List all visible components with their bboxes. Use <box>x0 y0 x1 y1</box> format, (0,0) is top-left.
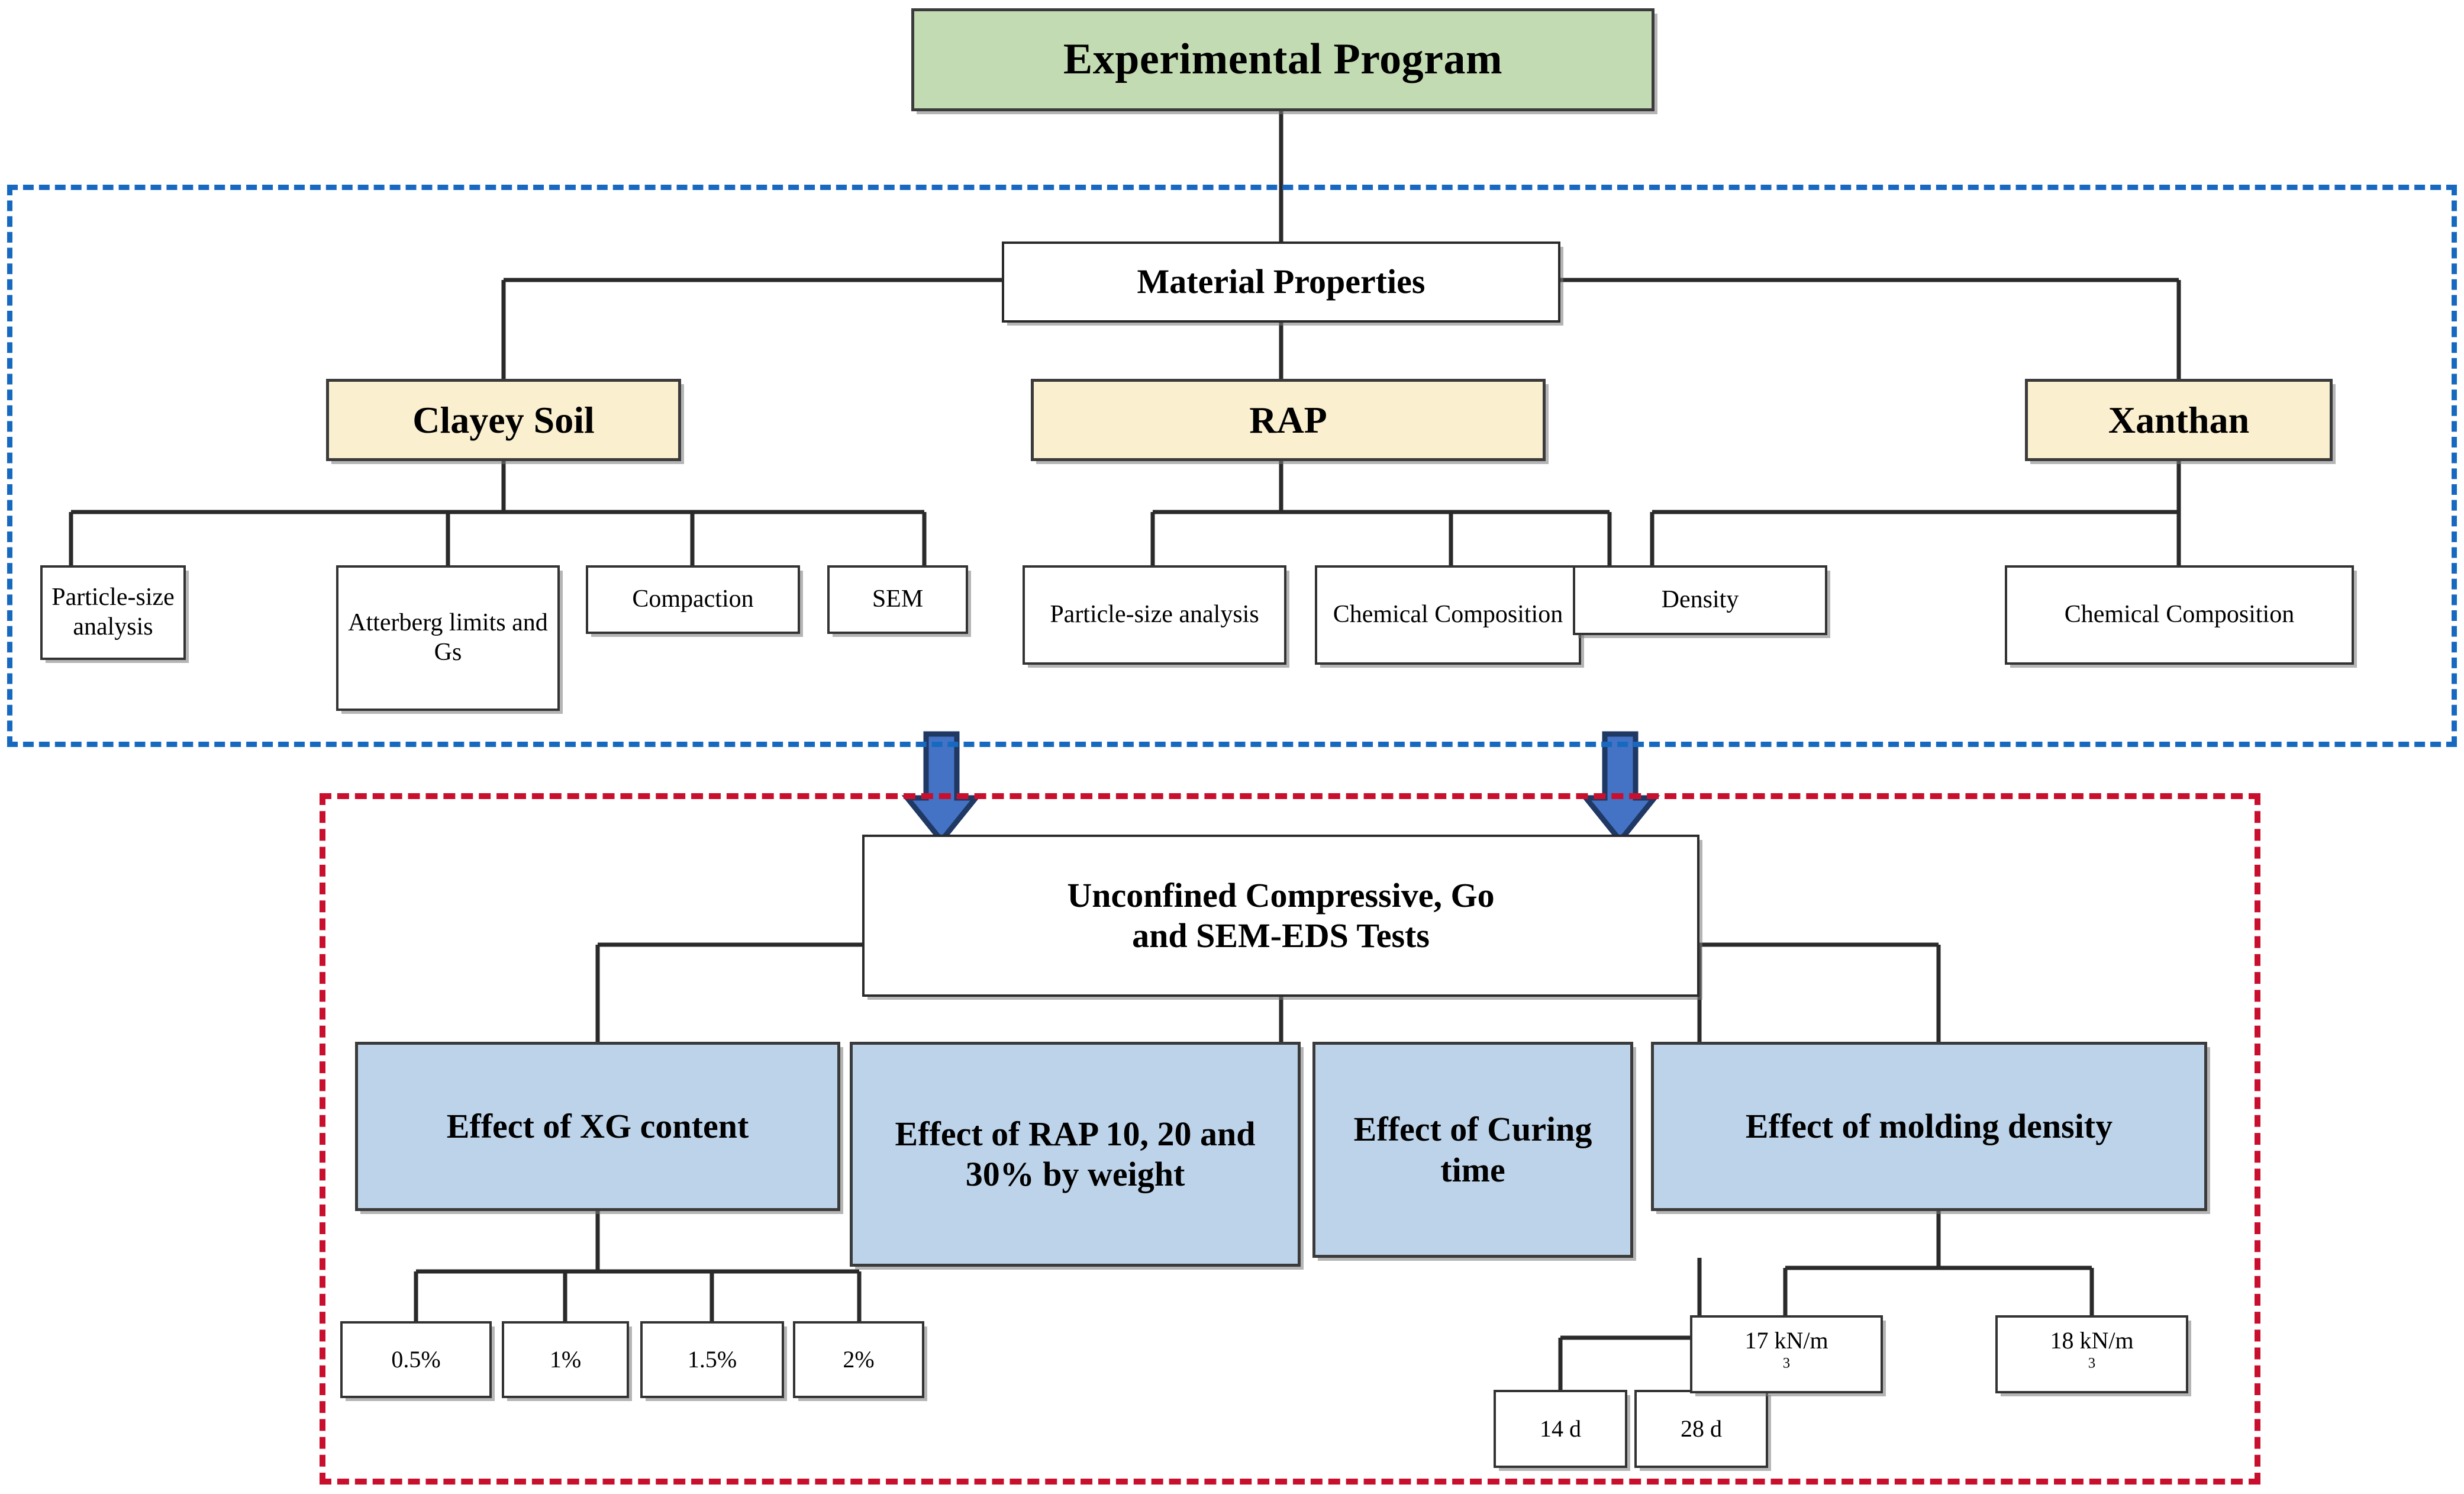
node-label-clayey-compaction: Compaction <box>632 585 754 613</box>
node-rap-particle-size[interactable]: Particle-size analysis <box>1023 565 1286 665</box>
node-xg-value-2[interactable]: 1.5% <box>640 1321 784 1398</box>
node-label-rap-density: Density <box>1661 586 1739 614</box>
node-label-effect-molding-density: Effect of molding density <box>1745 1106 2113 1145</box>
node-experimental-program[interactable]: Experimental Program <box>911 8 1655 111</box>
node-clayey-particle-size[interactable]: Particle-size analysis <box>40 565 186 660</box>
node-label-xg-value-2: 1.5% <box>687 1346 737 1373</box>
node-label-rap-particle-size: Particle-size analysis <box>1050 601 1259 629</box>
superscript-3-right: 3 <box>2088 1355 2096 1371</box>
node-curing-value-1[interactable]: 28 d <box>1634 1390 1768 1468</box>
node-label-xg-value-1: 1% <box>549 1346 582 1373</box>
node-label-material-properties: Material Properties <box>1137 262 1425 301</box>
node-label-xanthan: Xanthan <box>2108 398 2250 441</box>
node-effect-rap[interactable]: Effect of RAP 10, 20 and 30% by weight <box>850 1042 1301 1267</box>
node-label-rap: RAP <box>1249 398 1327 441</box>
node-label-effect-xg-content: Effect of XG content <box>446 1106 749 1145</box>
node-rap[interactable]: RAP <box>1031 379 1546 461</box>
node-rap-density[interactable]: Density <box>1573 565 1827 635</box>
node-material-properties[interactable]: Material Properties <box>1002 242 1560 323</box>
node-clayey-compaction[interactable]: Compaction <box>586 565 800 634</box>
node-label-clayey-sem: SEM <box>872 585 924 613</box>
node-label-root: Experimental Program <box>1063 35 1503 84</box>
node-curing-value-0[interactable]: 14 d <box>1494 1390 1627 1468</box>
node-label-clayey-soil: Clayey Soil <box>412 398 595 441</box>
superscript-3-left: 3 <box>1782 1355 1791 1371</box>
node-label-curing-value-1: 28 d <box>1681 1415 1722 1443</box>
node-label-xanthan-chemical-composition: Chemical Composition <box>2064 601 2295 629</box>
testing-program-zone <box>320 793 2260 1485</box>
node-effect-molding-density[interactable]: Effect of molding density <box>1651 1042 2207 1211</box>
node-clayey-atterberg[interactable]: Atterberg limits and Gs <box>336 565 560 711</box>
node-label-tests-header-line1: Unconfined Compressive, Go <box>1067 875 1495 915</box>
node-xanthan[interactable]: Xanthan <box>2025 379 2333 461</box>
node-rap-chemical-composition[interactable]: Chemical Composition <box>1315 565 1581 665</box>
material-properties-zone <box>7 185 2457 747</box>
node-xanthan-chemical-composition[interactable]: Chemical Composition <box>2005 565 2354 665</box>
node-xg-value-1[interactable]: 1% <box>502 1321 629 1398</box>
node-label-xg-value-3: 2% <box>843 1346 875 1373</box>
node-label-effect-curing-time: Effect of Curing time <box>1353 1110 1592 1189</box>
node-label-clayey-particle-size: Particle-size analysis <box>51 584 175 640</box>
node-clayey-soil[interactable]: Clayey Soil <box>326 379 681 461</box>
node-label-xg-value-0: 0.5% <box>391 1346 441 1373</box>
node-effect-curing-time[interactable]: Effect of Curing time <box>1312 1042 1633 1258</box>
node-label-clayey-atterberg: Atterberg limits and Gs <box>348 609 548 666</box>
node-xg-value-3[interactable]: 2% <box>793 1321 924 1398</box>
node-effect-xg-content[interactable]: Effect of XG content <box>355 1042 840 1211</box>
node-label-curing-value-0: 14 d <box>1540 1415 1581 1443</box>
node-clayey-sem[interactable]: SEM <box>827 565 968 634</box>
node-label-effect-rap: Effect of RAP 10, 20 and 30% by weight <box>895 1114 1256 1193</box>
node-xg-value-0[interactable]: 0.5% <box>340 1321 492 1398</box>
node-tests-header[interactable]: Unconfined Compressive, Go and SEM-EDS T… <box>862 835 1699 997</box>
node-label-tests-header-line2: and SEM-EDS Tests <box>1132 916 1430 955</box>
node-label-rap-chemical-composition: Chemical Composition <box>1333 601 1563 629</box>
